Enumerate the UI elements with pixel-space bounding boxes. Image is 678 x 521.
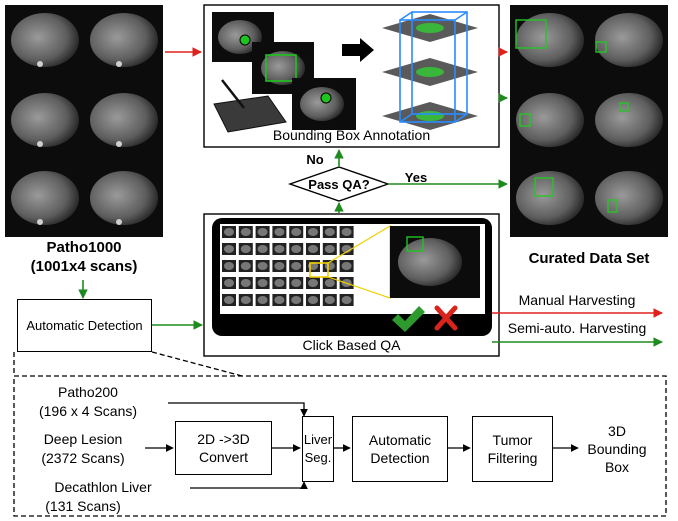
- qa-zoom-scan: [390, 226, 480, 298]
- right-arrow-icon: [342, 38, 374, 62]
- qa-thumbnail-organ: [257, 262, 268, 270]
- qa-thumbnail-organ: [240, 296, 251, 304]
- qa-thumbnail-organ: [240, 262, 251, 270]
- input-deeplesion-count: (2372 Scans): [41, 450, 125, 466]
- automatic-detection-step-label: Automatic Detection: [368, 432, 432, 466]
- legend-manual-label: Manual Harvesting: [518, 292, 636, 308]
- input-deeplesion-name: Deep Lesion: [43, 431, 123, 447]
- no-label: No: [306, 152, 324, 167]
- legend-semi-label: Semi-auto. Harvesting: [507, 320, 647, 336]
- input-decathlon-count: (131 Scans): [45, 498, 121, 514]
- qa-thumbnail-organ: [240, 245, 251, 253]
- pipeline-detail-box: [13, 375, 667, 517]
- qa-thumbnail-organ: [274, 279, 285, 287]
- output-label: 3D Bounding Box: [587, 423, 647, 475]
- qa-thumbnail-organ: [308, 279, 318, 287]
- qa-thumbnail-organ: [308, 245, 318, 253]
- qa-caption: Click Based QA: [302, 337, 401, 353]
- qa-thumbnail-organ: [224, 262, 234, 270]
- qa-thumbnail-organ: [224, 279, 234, 287]
- pass-qa-label: Pass QA?: [308, 177, 370, 192]
- output-label-wrap: 3D Bounding Box: [582, 418, 652, 480]
- qa-thumbnail-organ: [240, 279, 251, 287]
- automatic-detection-step-box: Automatic Detection: [352, 416, 448, 482]
- qa-thumbnail-organ: [240, 228, 251, 236]
- qa-thumbnail-organ: [257, 279, 268, 287]
- input-patho200-name: Patho200: [58, 384, 118, 400]
- qa-thumbnail-organ: [274, 228, 285, 236]
- curated-data-set-label: Curated Data Set: [528, 250, 650, 267]
- curated-scan-grid: [510, 5, 668, 237]
- qa-thumbnail-organ: [257, 228, 268, 236]
- input-decathlon-name: Decathlon Liver: [54, 479, 152, 495]
- qa-thumbnail-organ: [324, 245, 335, 253]
- qa-thumbnail-organ: [291, 228, 302, 236]
- qa-thumbnail-organ: [341, 262, 352, 270]
- qa-thumbnail-organ: [324, 296, 335, 304]
- qa-thumbnail-organ: [291, 245, 302, 253]
- reject-x-icon: [434, 305, 458, 331]
- qa-thumbnail-organ: [291, 262, 302, 270]
- qa-thumbnail-organ: [324, 228, 335, 236]
- annotation-panel: [203, 4, 500, 148]
- qa-thumbnail-organ: [257, 245, 268, 253]
- drawing-tablet-icon: [213, 79, 287, 133]
- yes-label: Yes: [404, 170, 428, 185]
- input-patho200-count: (196 x 4 Scans): [38, 403, 138, 419]
- qa-thumbnail-organ: [291, 296, 302, 304]
- qa-thumbnail-organ: [257, 296, 268, 304]
- qa-thumbnail-organ: [224, 245, 234, 253]
- qa-thumbnail-organ: [308, 228, 318, 236]
- tumor-filtering-box: Tumor Filtering: [472, 416, 553, 482]
- qa-thumbnail-organ: [274, 245, 285, 253]
- qa-thumbnail-organ: [324, 279, 335, 287]
- checkmark-icon: [392, 306, 425, 332]
- liver-seg-label: Liver Seg.: [303, 432, 333, 465]
- qa-thumbnail-organ: [291, 279, 302, 287]
- qa-thumbnail-organ: [308, 296, 318, 304]
- qa-thumbnail-organ: [224, 228, 234, 236]
- 3d-bounding-box-icon: [382, 11, 478, 130]
- tumor-filtering-label: Tumor Filtering: [487, 432, 538, 466]
- qa-thumbnail-organ: [274, 262, 285, 270]
- automatic-detection-label: Automatic Detection: [26, 317, 143, 333]
- patho1000-count-label: (1001x4 scans): [30, 258, 138, 275]
- qa-thumbnail-grid: [222, 226, 354, 306]
- patho1000-label: Patho1000: [46, 239, 122, 256]
- convert-box: 2D ->3D Convert: [175, 421, 272, 475]
- annotation-scans: [212, 12, 356, 130]
- qa-thumbnail-organ: [224, 296, 234, 304]
- qa-thumbnail-organ: [341, 228, 352, 236]
- automatic-detection-box: Automatic Detection: [17, 299, 152, 352]
- liver-seg-box: Liver Seg.: [302, 416, 334, 482]
- convert-label: 2D ->3D Convert: [197, 431, 250, 465]
- qa-thumbnail-organ: [274, 296, 285, 304]
- annotation-caption: Bounding Box Annotation: [272, 127, 431, 143]
- qa-thumbnail-organ: [341, 296, 352, 304]
- qa-monitor: [203, 213, 500, 357]
- patho1000-scan-grid: [5, 5, 163, 237]
